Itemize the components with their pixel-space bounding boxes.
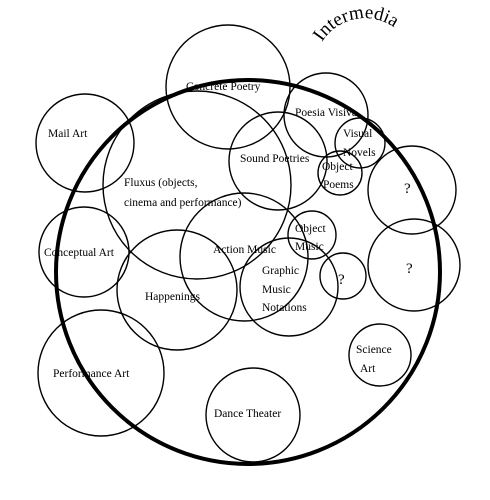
fluxus-circle	[102, 90, 292, 280]
unknown-circle-small	[319, 252, 367, 300]
label-dance-theater: Dance Theater	[214, 408, 281, 420]
label-fluxus-line1: Fluxus (objects,	[124, 177, 198, 189]
label-graphic-line3: Notations	[262, 302, 307, 314]
label-object-poems-line1: Object	[322, 161, 353, 173]
label-poesia-visiva: Poesia Visiva	[295, 107, 357, 119]
graphic-music-notations-circle	[239, 237, 339, 337]
performance-art-circle	[37, 309, 165, 437]
label-action-music: Action Music	[213, 244, 276, 256]
label-object-music-line1: Object	[295, 223, 326, 235]
label-mail-art: Mail Art	[48, 128, 88, 140]
object-poems-circle	[317, 150, 363, 196]
poesia-visiva-circle	[283, 72, 369, 158]
diagram-title: Intermedia	[309, 2, 403, 45]
label-unknown-small: ?	[338, 272, 345, 288]
label-visual-novels-line1: Visual	[343, 128, 372, 140]
label-conceptual-art: Conceptual Art	[44, 247, 115, 259]
label-graphic-line1: Graphic	[262, 265, 299, 277]
label-happenings: Happenings	[145, 291, 200, 303]
unknown-circle-top	[367, 145, 457, 235]
label-sound-poetries: Sound Poetries	[240, 153, 310, 165]
conceptual-art-circle	[38, 206, 130, 298]
label-science-art-line1: Science	[356, 344, 392, 356]
label-unknown-bottom: ?	[406, 261, 413, 277]
concrete-poetry-circle	[165, 24, 291, 150]
label-science-art-line2: Art	[360, 363, 376, 375]
label-fluxus-line2: cinema and performance)	[124, 197, 242, 209]
object-music-circle	[287, 210, 337, 260]
intermedia-circle	[54, 78, 442, 466]
dance-theater-circle	[205, 367, 301, 463]
label-performance-art: Performance Art	[53, 368, 130, 380]
label-unknown-top: ?	[404, 181, 411, 197]
unknown-circle-bottom	[367, 218, 461, 312]
label-concrete-poetry: Concrete Poetry	[186, 81, 261, 93]
label-graphic-line2: Music	[262, 284, 291, 296]
visual-novels-circle	[334, 117, 386, 169]
label-visual-novels-line2: Novels	[343, 147, 376, 159]
happenings-circle	[116, 229, 238, 351]
label-object-poems-line2: Poems	[323, 179, 354, 191]
action-music-circle	[179, 192, 309, 322]
label-object-music-line2: Music	[295, 241, 324, 253]
sound-poetries-circle	[228, 111, 328, 211]
science-art-circle	[348, 323, 412, 387]
mail-art-circle	[35, 93, 135, 193]
